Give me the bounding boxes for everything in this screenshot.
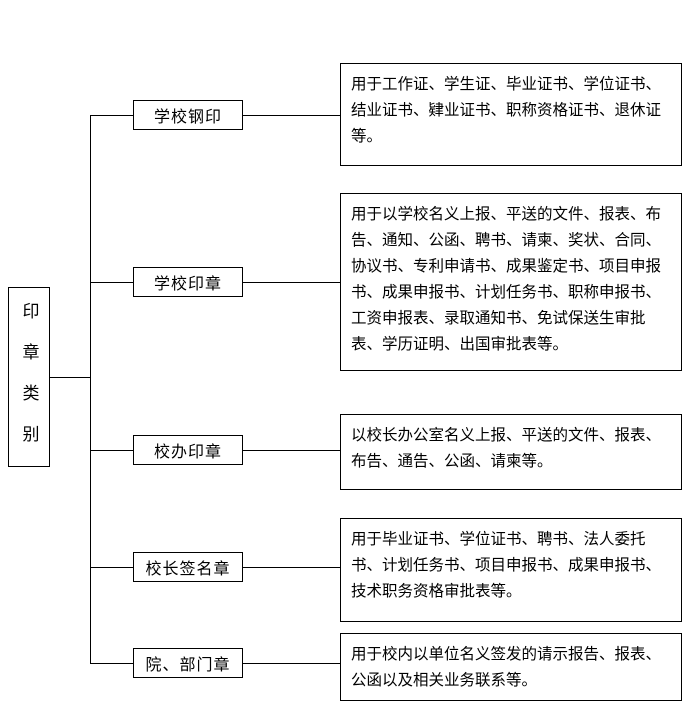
branch-3-description: 用于毕业证书、学位证书、聘书、法人委托书、计划任务书、项目申报书、成果申报书、技… xyxy=(351,531,662,600)
branch-2-label: 校办印章 xyxy=(153,444,222,461)
branch-0-connector xyxy=(90,115,133,116)
branch-2-description: 以校长办公室名义上报、平送的文件、报表、布告、通告、公函、请柬等。 xyxy=(351,427,662,470)
branch-2-connector xyxy=(90,450,133,451)
branch-1-label: 学校印章 xyxy=(153,276,222,293)
branch-1-description: 用于以学校名义上报、平送的文件、报表、布告、通知、公函、聘书、请柬、奖状、合同、… xyxy=(351,206,662,353)
root-category-box: 印章类别 xyxy=(8,287,50,467)
branch-4-description: 用于校内以单位名义签发的请示报告、报表、公函以及相关业务联系等。 xyxy=(351,646,662,689)
branch-0-label: 学校钢印 xyxy=(153,109,222,126)
branch-3-description-box: 用于毕业证书、学位证书、聘书、法人委托书、计划任务书、项目申报书、成果申报书、技… xyxy=(340,518,682,622)
branch-1-description-box: 用于以学校名义上报、平送的文件、报表、布告、通知、公函、聘书、请柬、奖状、合同、… xyxy=(340,193,682,371)
branch-3-desc-connector xyxy=(243,567,340,568)
branch-3-connector xyxy=(90,567,133,568)
branch-3-label-box: 校长签名章 xyxy=(133,552,243,582)
branch-2-desc-connector xyxy=(243,450,340,451)
trunk-vertical-line xyxy=(90,115,91,663)
branch-0-desc-connector xyxy=(243,115,340,116)
branch-4-desc-connector xyxy=(243,663,340,664)
branch-1-desc-connector xyxy=(243,282,340,283)
root-connector-line xyxy=(50,377,90,378)
branch-4-label: 院、部门章 xyxy=(145,657,231,674)
branch-4-label-box: 院、部门章 xyxy=(133,648,243,678)
branch-1-label-box: 学校印章 xyxy=(133,267,243,297)
branch-0-label-box: 学校钢印 xyxy=(133,100,243,130)
branch-4-description-box: 用于校内以单位名义签发的请示报告、报表、公函以及相关业务联系等。 xyxy=(340,633,682,701)
branch-2-description-box: 以校长办公室名义上报、平送的文件、报表、布告、通告、公函、请柬等。 xyxy=(340,414,682,490)
branch-3-label: 校长签名章 xyxy=(145,561,231,578)
branch-4-connector xyxy=(90,663,133,664)
branch-0-description: 用于工作证、学生证、毕业证书、学位证书、结业证书、肄业证书、职称资格证书、退休证… xyxy=(351,76,662,145)
branch-2-label-box: 校办印章 xyxy=(133,435,243,465)
branch-1-connector xyxy=(90,282,133,283)
branch-0-description-box: 用于工作证、学生证、毕业证书、学位证书、结业证书、肄业证书、职称资格证书、退休证… xyxy=(340,63,682,166)
root-category-label: 印章类别 xyxy=(19,302,39,466)
